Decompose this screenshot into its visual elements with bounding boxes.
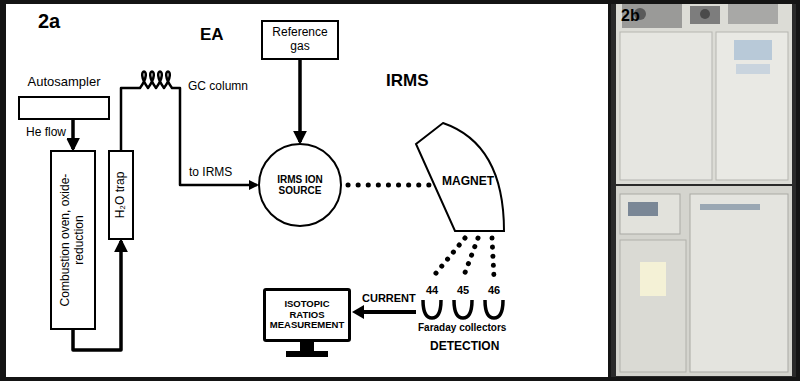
current-arrow xyxy=(352,305,416,319)
edge-label: to IRMS xyxy=(188,166,233,179)
figure-label: 2a xyxy=(38,10,60,32)
section-label: DETECTION xyxy=(430,340,499,353)
edge-label: He flow xyxy=(25,126,67,139)
section-label: IRMS xyxy=(386,72,429,91)
magnet-shape: MAGNET xyxy=(415,122,505,232)
reference-gas-box: Reference gas xyxy=(261,20,339,60)
flow-arrow xyxy=(298,60,302,142)
ion-source-circle: IRMS ION SOURCE xyxy=(258,143,342,227)
faraday-cups xyxy=(423,300,503,318)
part-name: GC column xyxy=(188,80,248,93)
section-label: EA xyxy=(200,26,224,45)
combustion-oven: Combustion oven, oxide-reduction xyxy=(50,150,96,330)
ion-beam-connector xyxy=(348,183,429,188)
signal-name: CURRENT xyxy=(362,292,416,304)
node-text: IRMS ION SOURCE xyxy=(269,174,331,197)
node-text: Combustion oven, oxide-reduction xyxy=(59,157,87,323)
water-trap: H₂O trap xyxy=(108,150,134,240)
node-text: Reference gas xyxy=(266,26,334,54)
mass-number: 44 xyxy=(426,284,438,296)
node-text: ISOTOPIC RATIOS MEASUREMENT xyxy=(268,299,346,332)
flow-arrow xyxy=(71,120,75,149)
mass-number: 46 xyxy=(488,284,500,296)
part-name: Faraday collectors xyxy=(418,322,506,333)
figure-label: 2b xyxy=(621,7,640,25)
autosampler-box: Autosampler xyxy=(18,74,110,120)
monitor-base xyxy=(286,351,328,357)
node-text: MAGNET xyxy=(437,174,499,188)
node-text: Autosampler xyxy=(18,74,110,90)
flow-arrow xyxy=(121,72,257,186)
ion-beams xyxy=(432,238,494,278)
node-text: H₂O trap xyxy=(114,157,128,233)
autosampler-outline xyxy=(18,96,110,120)
mass-number: 45 xyxy=(457,284,469,296)
computer-monitor: ISOTOPIC RATIOS MEASUREMENT xyxy=(263,288,351,342)
instrument-photo xyxy=(611,4,796,377)
monitor-stand xyxy=(300,342,314,352)
